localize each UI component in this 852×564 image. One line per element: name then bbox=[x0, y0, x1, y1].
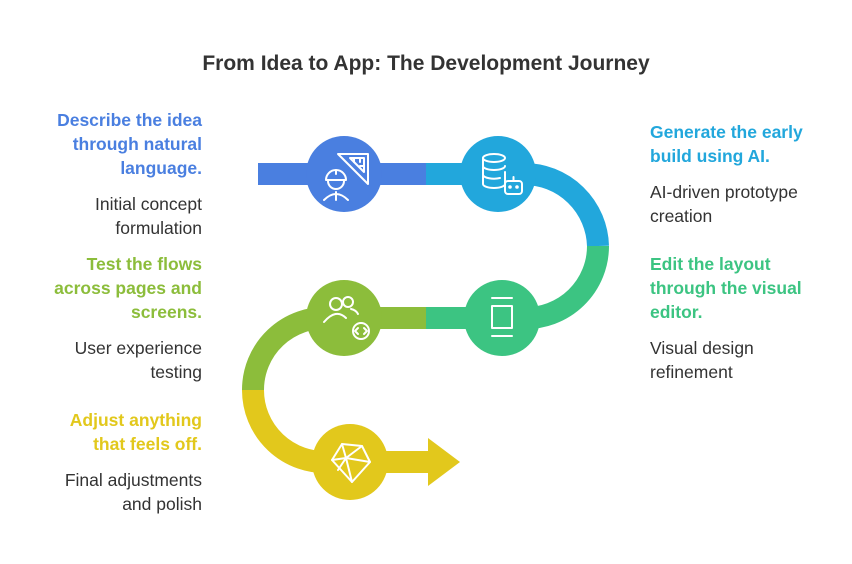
step-2-node bbox=[460, 136, 536, 212]
step-1-heading: Describe the idea through natural langua… bbox=[57, 110, 202, 178]
step-1-description: Initial concept formulation bbox=[94, 194, 202, 238]
step-5-heading: Adjust anything that feels off. bbox=[69, 410, 202, 454]
step-3-description: Visual design refinement bbox=[650, 338, 754, 382]
step-3-heading: Edit the layout through the visual edito… bbox=[650, 254, 802, 322]
users-code-icon bbox=[323, 296, 370, 340]
step-1-node bbox=[306, 136, 382, 212]
path-arrowhead bbox=[428, 438, 460, 486]
database-robot-icon bbox=[482, 153, 523, 195]
step-5-node bbox=[312, 424, 388, 500]
step-4-heading: Test the flows across pages and screens. bbox=[54, 254, 202, 322]
step-4-node bbox=[306, 280, 382, 356]
step-5-description: Final adjustments and polish bbox=[64, 470, 202, 514]
page-title: From Idea to App: The Development Journe… bbox=[202, 52, 650, 75]
step-2-heading: Generate the early build using AI. bbox=[650, 122, 803, 166]
architect-icon bbox=[323, 153, 369, 201]
step-3-node bbox=[464, 280, 540, 356]
step-2-description: AI-driven prototype creation bbox=[650, 182, 798, 226]
step-4-description: User experience testing bbox=[74, 338, 202, 382]
gem-icon bbox=[331, 443, 371, 483]
layout-editor-icon bbox=[491, 297, 513, 337]
